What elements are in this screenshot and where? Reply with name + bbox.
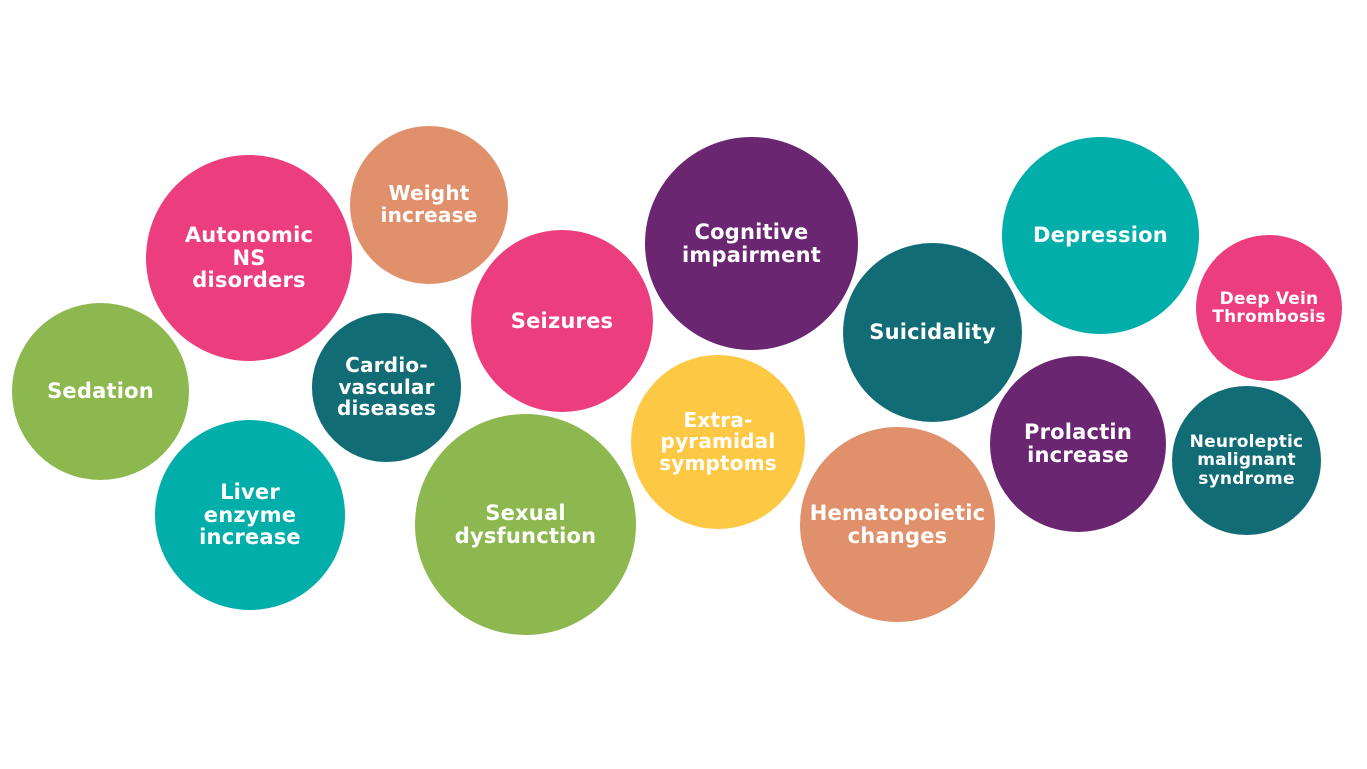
bubble-weight-increase: Weight increase bbox=[350, 126, 508, 284]
bubble-label: Seizures bbox=[510, 308, 614, 333]
bubble-label: Autonomic NS disorders bbox=[184, 222, 314, 293]
bubble-label: Extra- pyramidal symptoms bbox=[659, 407, 777, 475]
bubble-label: Cognitive impairment bbox=[682, 219, 821, 267]
bubble-label: Deep Vein Thrombosis bbox=[1212, 288, 1326, 327]
bubble-autonomic-ns-disorders: Autonomic NS disorders bbox=[146, 155, 352, 361]
bubble-label: Sedation bbox=[47, 379, 154, 404]
bubble-deep-vein-thrombosis: Deep Vein Thrombosis bbox=[1196, 235, 1342, 381]
bubble-label: Weight increase bbox=[380, 181, 478, 227]
bubble-seizures: Seizures bbox=[471, 230, 653, 412]
bubble-hematopoietic-changes: Hematopoietic changes bbox=[800, 427, 995, 622]
bubble-depression: Depression bbox=[1002, 137, 1199, 334]
bubble-suicidality: Suicidality bbox=[843, 243, 1022, 422]
bubble-label: Sexual dysfunction bbox=[454, 500, 597, 548]
bubble-prolactin-increase: Prolactin increase bbox=[990, 356, 1166, 532]
bubble-cardiovascular-diseases: Cardio- vascular diseases bbox=[312, 313, 461, 462]
bubble-label: Neuroleptic malignant syndrome bbox=[1189, 431, 1304, 489]
bubble-cognitive-impairment: Cognitive impairment bbox=[645, 137, 858, 350]
bubble-extrapyramidal-symptoms: Extra- pyramidal symptoms bbox=[631, 355, 805, 529]
bubble-neuroleptic-malignant-syndrome: Neuroleptic malignant syndrome bbox=[1172, 386, 1321, 535]
bubble-label: Depression bbox=[1033, 223, 1168, 248]
bubble-label: Suicidality bbox=[869, 320, 996, 345]
bubble-liver-enzyme-increase: Liver enzyme increase bbox=[155, 420, 345, 610]
bubble-label: Cardio- vascular diseases bbox=[336, 353, 437, 421]
bubble-label: Prolactin increase bbox=[1024, 420, 1132, 467]
bubble-sedation: Sedation bbox=[12, 303, 189, 480]
bubble-label: Liver enzyme increase bbox=[199, 479, 301, 550]
bubble-label: Hematopoietic changes bbox=[809, 500, 986, 548]
bubble-sexual-dysfunction: Sexual dysfunction bbox=[415, 414, 636, 635]
